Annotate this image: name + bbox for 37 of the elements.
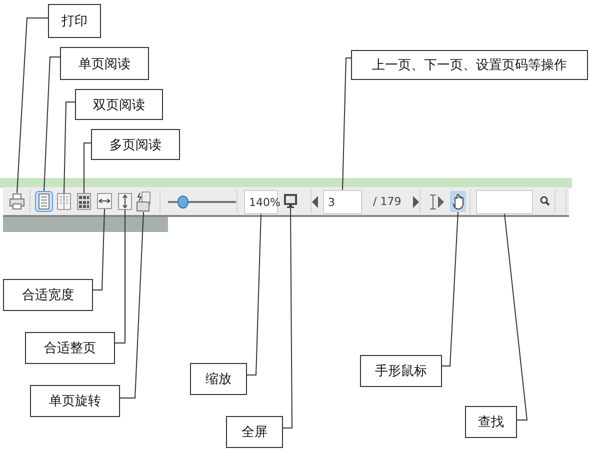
leader-line [120,212,144,398]
double-page-icon [57,193,71,210]
leader-line [84,142,92,194]
callout-box: 多页阅读 [91,129,180,160]
printer-icon [9,193,25,210]
leader-line [246,214,262,376]
callout-box: 单页旋转 [30,385,120,417]
leader-line [44,56,60,192]
leader-line [442,212,458,366]
single-page-icon [35,191,53,212]
callout-box: 查找 [465,406,517,438]
leader-line [342,58,352,190]
fit-page-icon [118,193,132,210]
callout-box: 上一页、下一页、设置页码等操作 [351,50,588,80]
hand-cursor-icon [450,191,466,212]
callout-box: 全屏 [226,416,283,448]
callout-box: 双页阅读 [75,89,163,120]
leader-line [92,208,105,290]
callout-box: 手形鼠标 [360,355,442,387]
fit-width-icon [97,193,112,209]
callout-box: 合适整页 [25,332,115,364]
callout-box: 缩放 [190,363,247,395]
callout-box: 打印 [48,4,101,38]
multi-page-icon [77,193,91,210]
leader-line [282,208,292,428]
leader-line [16,18,48,194]
page-count: / 179 [373,195,402,208]
callout-box: 单页阅读 [60,47,149,80]
leader-line [64,102,76,194]
leader-line [504,214,528,420]
monitor-icon [284,194,297,208]
zoom-field: 140% [244,190,278,214]
page-number-field: 3 [323,190,362,214]
search-field [476,190,533,214]
callout-box: 合适宽度 [3,279,93,311]
rotate-page-icon [136,191,151,212]
leader-line [114,210,126,344]
